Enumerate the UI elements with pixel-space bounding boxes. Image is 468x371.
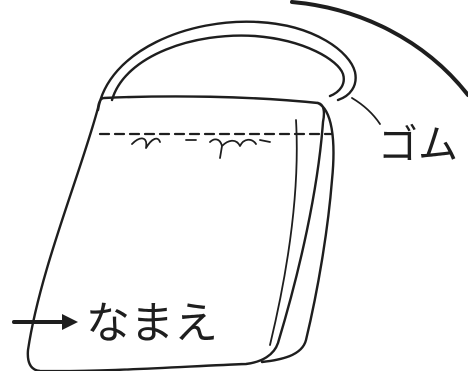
- rubber-band-label: ゴム: [378, 122, 458, 168]
- bag-back-panel: [260, 101, 335, 364]
- rubber-band-leader-line: [351, 97, 381, 125]
- bag-front-panel: [26, 95, 326, 371]
- arrow-right-icon: [12, 314, 78, 330]
- name-label: なまえ: [86, 298, 218, 349]
- rubber-band-squiggle: [131, 137, 271, 159]
- bag-strap-outer: [96, 20, 357, 112]
- bag-strap-inner: [110, 34, 345, 102]
- enclosing-circle-arc: [290, 0, 468, 97]
- bag-side-fold: [269, 119, 298, 346]
